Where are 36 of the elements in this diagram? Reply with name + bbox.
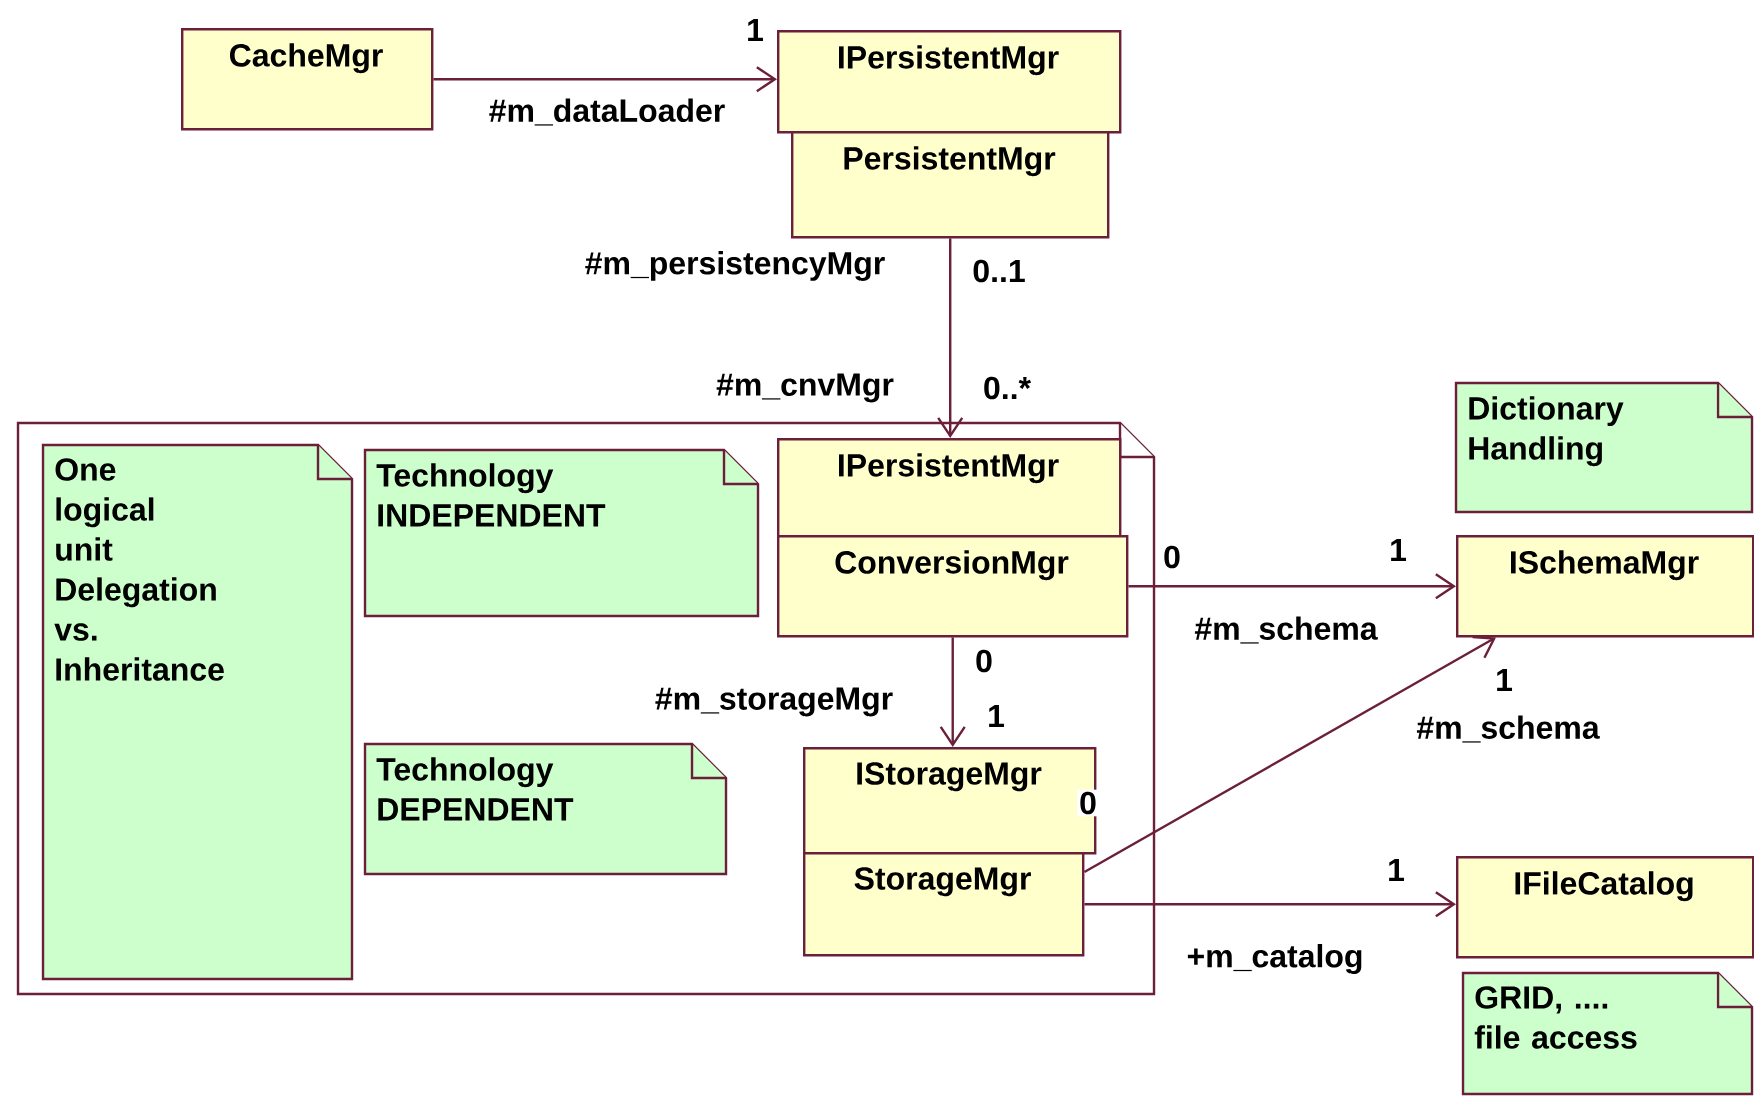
multiplicity-label: 1 bbox=[1387, 537, 1409, 563]
association-arrow bbox=[939, 637, 966, 747]
role-label: #m_storageMgr bbox=[652, 685, 896, 719]
note-box: Technology DEPENDENT bbox=[363, 742, 728, 876]
class-box: IPersistentMgr bbox=[777, 438, 1122, 538]
multiplicity-label: 0..1 bbox=[970, 257, 1028, 285]
class-box: ConversionMgr bbox=[777, 535, 1129, 638]
multiplicity-label: #m_persistencyMgr bbox=[582, 249, 888, 283]
class-box: IFileCatalog bbox=[1456, 856, 1754, 959]
class-box: ISchemaMgr bbox=[1456, 535, 1754, 638]
role-label: #m_schema bbox=[1414, 713, 1602, 745]
note-box: One logical unit Delegation vs. Inheritance bbox=[41, 443, 354, 981]
role-label: #m_cnvMgr bbox=[714, 371, 896, 405]
multiplicity-label: 0 bbox=[973, 647, 995, 675]
class-box: PersistentMgr bbox=[791, 131, 1110, 239]
association-arrow bbox=[433, 66, 777, 93]
multiplicity-label: 0 bbox=[1077, 789, 1099, 817]
class-box: IPersistentMgr bbox=[777, 30, 1122, 134]
association-arrow bbox=[937, 238, 964, 438]
role-label: #m_schema bbox=[1192, 614, 1380, 646]
note-box: GRID, .... file access bbox=[1461, 971, 1754, 1096]
association-arrow bbox=[1083, 635, 1496, 874]
class-box: CacheMgr bbox=[181, 28, 434, 131]
association-arrow bbox=[1128, 573, 1456, 600]
multiplicity-label: 1 bbox=[1385, 857, 1407, 883]
class-box: StorageMgr bbox=[803, 852, 1085, 957]
multiplicity-label: 1 bbox=[744, 17, 766, 43]
multiplicity-label: 0..* bbox=[981, 374, 1034, 402]
note-box: Dictionary Handling bbox=[1454, 381, 1754, 514]
role-label: #m_dataLoader bbox=[486, 96, 728, 128]
association-arrow bbox=[1084, 891, 1456, 918]
multiplicity-label: 1 bbox=[1493, 667, 1515, 693]
multiplicity-label: 1 bbox=[985, 703, 1007, 729]
multiplicity-label: 0 bbox=[1161, 543, 1183, 571]
note-box: Technology INDEPENDENT bbox=[363, 448, 760, 618]
role-label: +m_catalog bbox=[1184, 942, 1366, 976]
